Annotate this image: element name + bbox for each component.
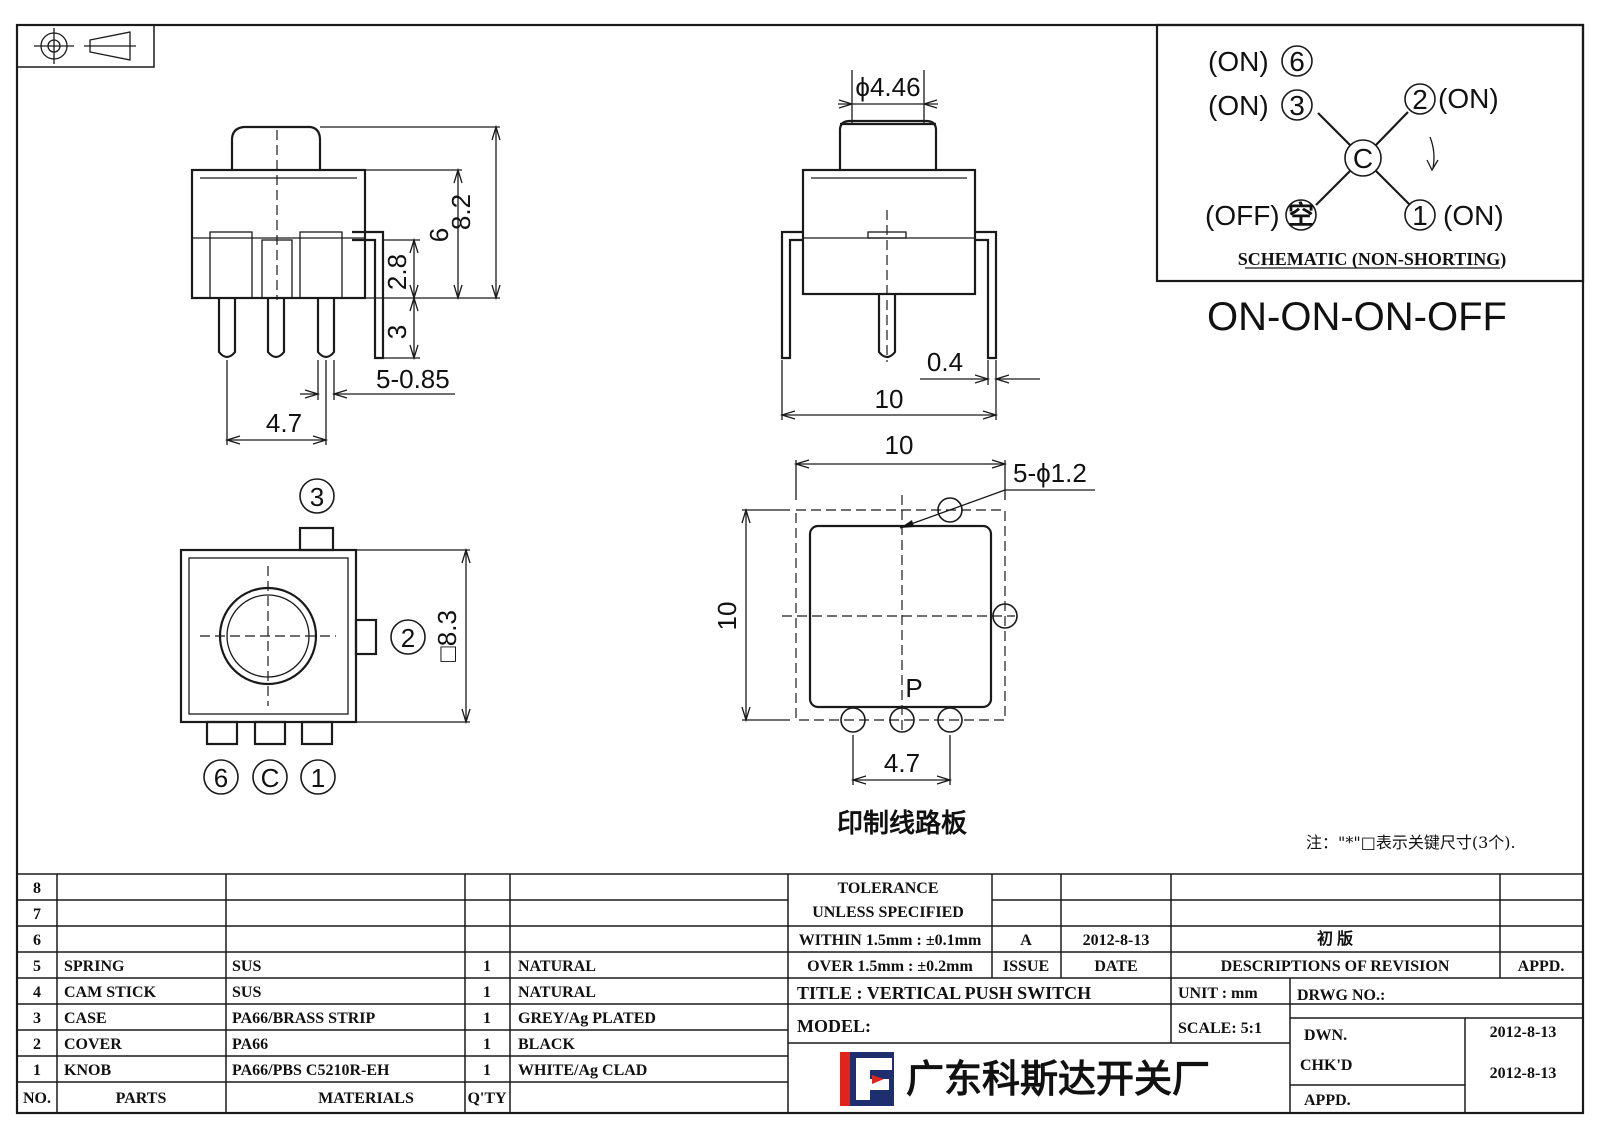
date-value: 2012-8-13 [1083,932,1150,949]
chkd-label: CHK'D [1300,1057,1352,1074]
side-view [779,70,1040,420]
part-name: KNOB [64,1062,111,1079]
sch-on1: (ON) [1443,200,1504,231]
date-label: DATE [1094,958,1137,975]
tolerance-line-4: OVER 1.5mm : ±0.2mm [807,958,973,975]
sch-n6: 6 [1289,46,1305,77]
dim-side-width: 10 [875,384,904,414]
part-qty: 1 [483,958,491,975]
part-finish: WHITE/Ag CLAD [518,1062,647,1079]
row-number: 5 [33,958,41,975]
dim-pin-width: 5-0.85 [376,364,450,394]
part-name: SPRING [64,958,125,975]
part-name: COVER [64,1036,122,1053]
chkd-date: 2012-8-13 [1490,1065,1557,1082]
sch-on2: (ON) [1438,83,1499,114]
dim-pcb-pitch: 4.7 [884,748,920,778]
drawing-title: TITLE : VERTICAL PUSH SWITCH [797,983,1091,1003]
dim-knob-dia: ϕ4.46 [855,72,920,102]
part-material: SUS [232,958,261,975]
terminal-6-label: 6 [214,763,228,793]
header-qty: Q'TY [467,1090,507,1107]
sch-n3: 3 [1289,90,1305,121]
issue-value: A [1020,932,1032,949]
pcb-marker: P [905,673,922,703]
dim-pin-tail: 3 [382,325,412,339]
row-number: 7 [33,906,41,923]
pcb-caption: 印制线路板 [837,808,967,839]
title-block-grid [17,873,1583,1113]
drwg-label: DRWG NO.: [1297,987,1385,1004]
header-no: NO. [23,1090,51,1107]
model-label: MODEL: [797,1016,871,1036]
row-number: 6 [33,932,41,949]
sch-common: C [1353,143,1373,174]
sch-caption: SCHEMATIC (NON-SHORTING) [1238,249,1507,270]
company-logo-icon [840,1052,894,1106]
issue-label: ISSUE [1003,958,1049,975]
dwn-date: 2012-8-13 [1490,1024,1557,1041]
sch-on6: (ON) [1208,46,1269,77]
dim-pin-step: 2.8 [382,254,412,290]
function-label: ON-ON-ON-OFF [1207,295,1507,339]
terminal-3-label: 3 [310,482,324,512]
sch-kong: 空 [1288,200,1314,231]
scale-label: SCALE: 5:1 [1178,1020,1262,1037]
dim-height-total: 8.2 [446,194,476,230]
part-name: CAM STICK [64,984,157,1001]
part-material: SUS [232,984,261,1001]
drawing-note: 注："*"□表示关键尺寸(3个). [1306,833,1516,852]
tolerance-line-1: TOLERANCE [837,880,938,897]
part-material: PA66/BRASS STRIP [232,1010,376,1027]
dim-pin-thick: 0.4 [927,347,963,377]
projection-symbol-icon [16,24,155,68]
row-number: 1 [33,1062,41,1079]
revision-value: 初 版 [1317,929,1353,948]
part-qty: 1 [483,1062,491,1079]
sch-n2: 2 [1412,84,1428,115]
header-materials: MATERIALS [318,1090,414,1107]
tolerance-line-2: UNLESS SPECIFIED [812,904,964,921]
dim-pcb-height: 10 [712,602,742,631]
company-name: 广东科斯达开关厂 [906,1057,1210,1101]
dim-pin-pitch: 4.7 [266,408,302,438]
unit-label: UNIT : mm [1178,985,1258,1002]
part-finish: GREY/Ag PLATED [518,1010,656,1027]
dwn-label: DWN. [1304,1027,1347,1044]
front-view [190,124,501,445]
dim-body-size: □8.3 [432,610,462,662]
part-finish: NATURAL [518,984,596,1001]
dim-pcb-holes: 5-ϕ1.2 [1013,458,1087,488]
pcb-view [741,459,1095,785]
sch-off: (OFF) [1205,200,1280,231]
part-finish: NATURAL [518,958,596,975]
sheet-border [15,23,1585,1115]
row-number: 8 [33,880,41,897]
header-parts: PARTS [116,1090,167,1107]
part-finish: BLACK [518,1036,575,1053]
schematic-panel [1155,23,1585,283]
terminal-2-label: 2 [401,623,415,653]
row-number: 3 [33,1010,41,1027]
dim-pcb-width: 10 [885,430,914,460]
part-name: CASE [64,1010,107,1027]
row-number: 4 [33,984,41,1001]
terminal-1-label: 1 [311,763,325,793]
part-material: PA66 [232,1036,268,1053]
sch-on3: (ON) [1208,90,1269,121]
appd-label: APPD. [1518,958,1565,975]
part-material: PA66/PBS C5210R-EH [232,1062,390,1079]
terminal-c-label: C [261,763,280,793]
part-qty: 1 [483,984,491,1001]
sch-n1: 1 [1412,200,1428,231]
part-qty: 1 [483,1036,491,1053]
dim-height-body: 6 [424,228,454,242]
tolerance-line-3: WITHIN 1.5mm : ±0.1mm [799,932,982,949]
row-number: 2 [33,1036,41,1053]
part-qty: 1 [483,1010,491,1027]
desc-label: DESCRIPTIONS OF REVISION [1221,958,1450,975]
bottom-view [179,478,471,795]
appd2-label: APPD. [1304,1092,1351,1109]
